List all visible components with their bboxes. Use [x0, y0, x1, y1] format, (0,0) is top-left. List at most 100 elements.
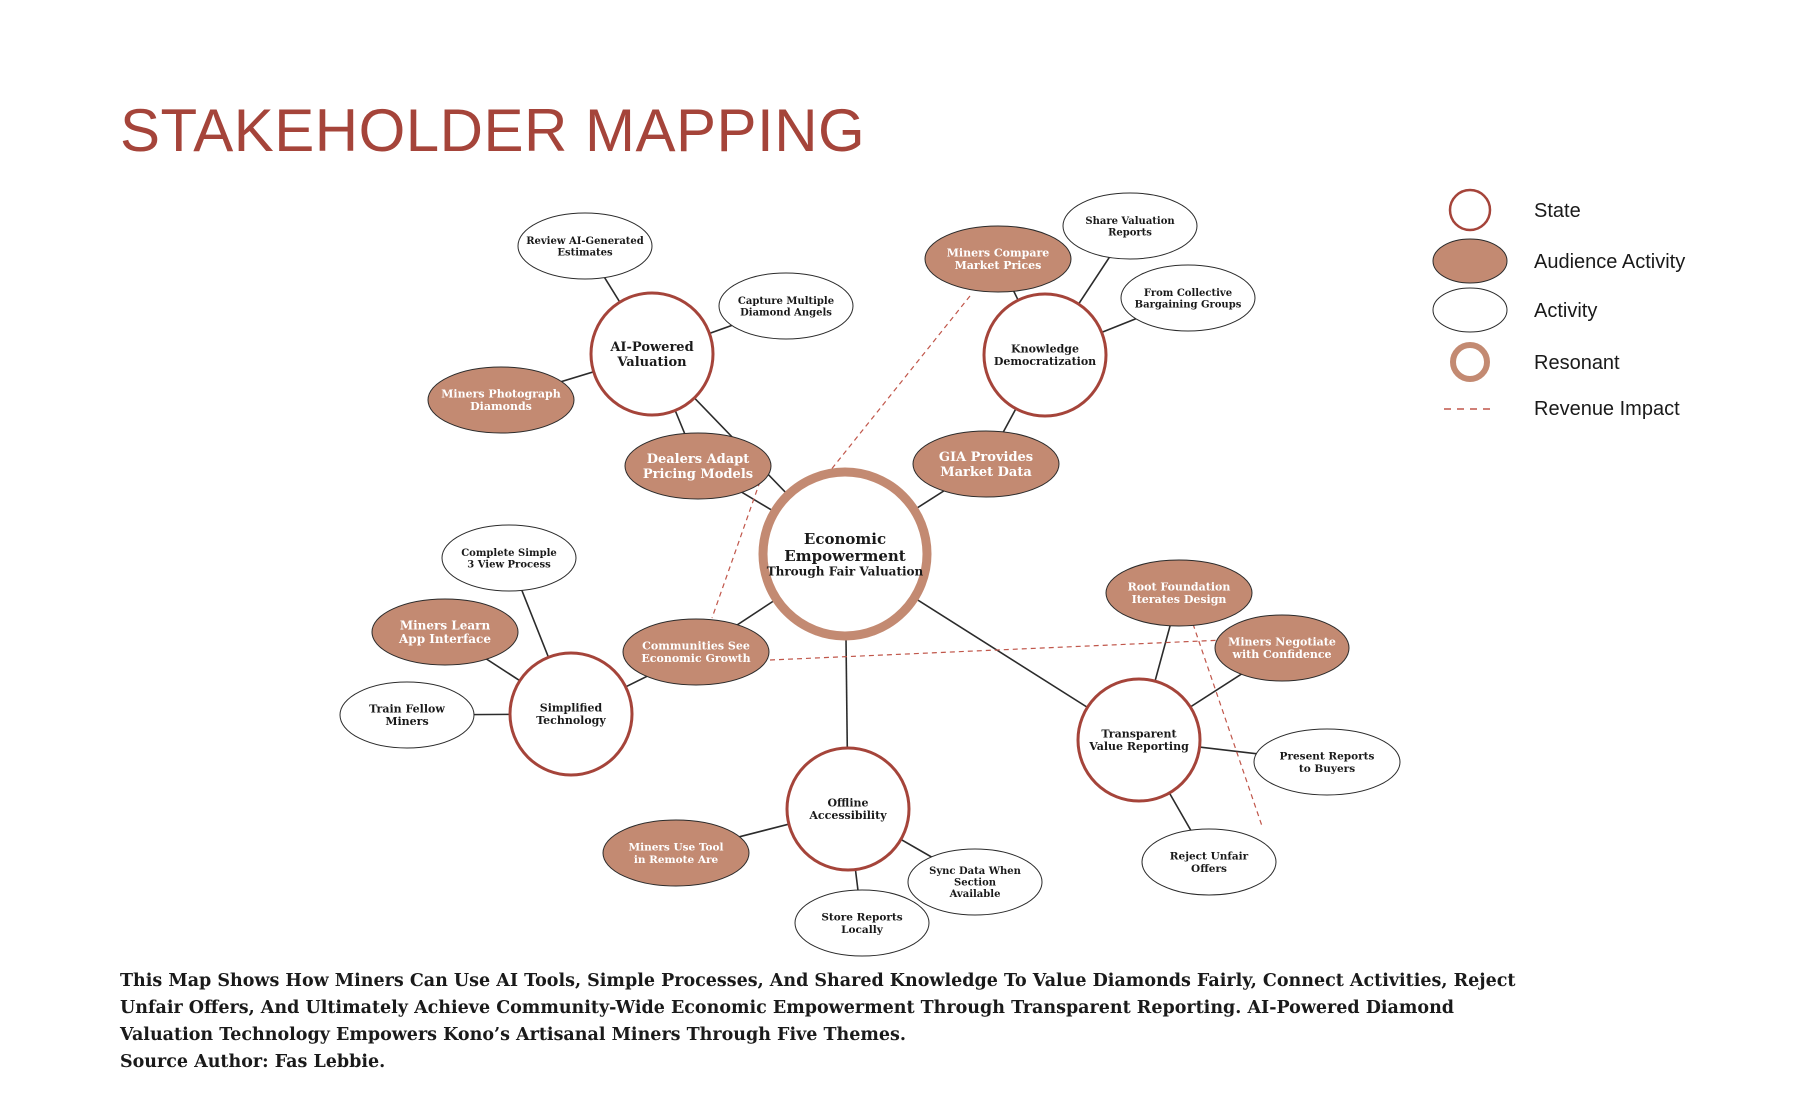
activity-node-shape — [1062, 192, 1198, 260]
audience-activity-node-shape — [602, 819, 750, 887]
node-label: Available — [949, 889, 1001, 900]
node-label: Miners Photograph — [441, 388, 561, 401]
audience-activity-node-shape — [371, 598, 519, 666]
activity-node-shape — [1120, 264, 1256, 332]
state-node-shape — [1076, 677, 1202, 803]
node-label: Knowledge — [1011, 343, 1079, 356]
node-label: Miners Compare — [947, 247, 1050, 260]
legend-label-audience-activity: Audience Activity — [1534, 251, 1685, 273]
activity-node-shape — [339, 681, 475, 749]
node-label: Technology — [536, 714, 606, 727]
node-label: Share Valuation — [1085, 216, 1175, 227]
node-label: AI-Powered — [609, 340, 693, 355]
page-title: STAKEHOLDER MAPPING — [120, 97, 866, 164]
state-node-shape — [982, 292, 1108, 418]
node-label: Economic — [804, 530, 886, 548]
state-node-shape — [589, 291, 715, 417]
node-label: Economic Growth — [641, 652, 750, 665]
node-label: Locally — [841, 924, 884, 936]
map-description: This Map Shows How Miners Can Use AI Too… — [120, 971, 1516, 1045]
node-label: Section — [954, 878, 997, 889]
legend-label-state: State — [1534, 200, 1581, 222]
activity-node-shape — [1141, 828, 1277, 896]
node-label: Empowerment — [784, 547, 905, 565]
legend-item-audience-activity: Audience Activity — [1432, 238, 1685, 284]
node-label: Diamond Angels — [740, 307, 832, 318]
source-author: Source Author: Fas Lebbie. — [120, 1052, 386, 1072]
node-label: Store Reports — [821, 912, 902, 924]
node-label: Offers — [1191, 863, 1227, 875]
node-label: Transparent — [1101, 728, 1177, 741]
legend-item-resonant: Resonant — [1450, 342, 1620, 382]
node-label: Complete Simple — [461, 548, 557, 559]
node-label: Pricing Models — [643, 467, 753, 482]
node-label: Bargaining Groups — [1135, 299, 1242, 310]
activity-node-shape — [794, 889, 930, 957]
activity-node-shape — [441, 524, 577, 592]
node-label: Market Data — [940, 465, 1032, 480]
node-label: Reject Unfair — [1170, 851, 1249, 863]
activity-node-shape — [517, 212, 653, 280]
legend-item-activity: Activity — [1432, 287, 1597, 333]
node-label: Value Reporting — [1088, 740, 1189, 753]
audience-activity-node-shape — [622, 618, 770, 686]
legend-label-revenue-impact: Revenue Impact — [1534, 398, 1680, 420]
activity-swatch-icon — [1432, 287, 1508, 333]
node-label: Diamonds — [470, 400, 532, 413]
node-label: Through Fair Valuation — [767, 565, 924, 579]
node-label: Valuation — [616, 355, 687, 370]
audience-activity-node-shape — [912, 430, 1060, 498]
node-label: 3 View Process — [467, 559, 551, 570]
node-label: Accessibility — [808, 809, 887, 822]
node-label: to Buyers — [1299, 763, 1355, 775]
node-label: Iterates Design — [1132, 593, 1227, 606]
resonant-swatch-icon — [1450, 342, 1490, 382]
legend-item-revenue-impact: Revenue Impact — [1444, 398, 1680, 420]
activity-node-shape — [907, 848, 1043, 916]
revenue-impact-line — [825, 295, 971, 477]
node-label: Simplified — [540, 702, 603, 715]
audience-activity-node-shape — [1105, 559, 1253, 627]
node-label: Market Prices — [955, 259, 1042, 272]
legend: State Audience Activity Activity Resonan… — [1432, 188, 1685, 420]
state-swatch-icon — [1448, 188, 1492, 232]
legend-label-activity: Activity — [1534, 300, 1597, 322]
node-label: Miners Negotiate — [1228, 636, 1336, 649]
revenue-impact-line — [711, 472, 764, 619]
node-label: GIA Provides — [939, 450, 1033, 465]
audience-activity-node-shape — [427, 366, 575, 434]
activity-node-shape — [718, 272, 854, 340]
node-label: Communities See — [642, 640, 750, 653]
node-label: Miners Use Tool — [628, 842, 723, 854]
node-label: Offline — [827, 797, 868, 810]
node-label: with Confidence — [1231, 648, 1331, 661]
activity-node-shape — [1253, 728, 1401, 796]
node-label: Miners Learn — [400, 618, 491, 632]
node-label: App Interface — [398, 632, 491, 646]
node-label: in Remote Are — [634, 854, 719, 866]
revenue-impact-lines — [711, 295, 1263, 827]
audience-activity-node-shape — [624, 432, 772, 500]
node-label: Democratization — [994, 355, 1096, 368]
legend-item-state: State — [1448, 188, 1581, 232]
